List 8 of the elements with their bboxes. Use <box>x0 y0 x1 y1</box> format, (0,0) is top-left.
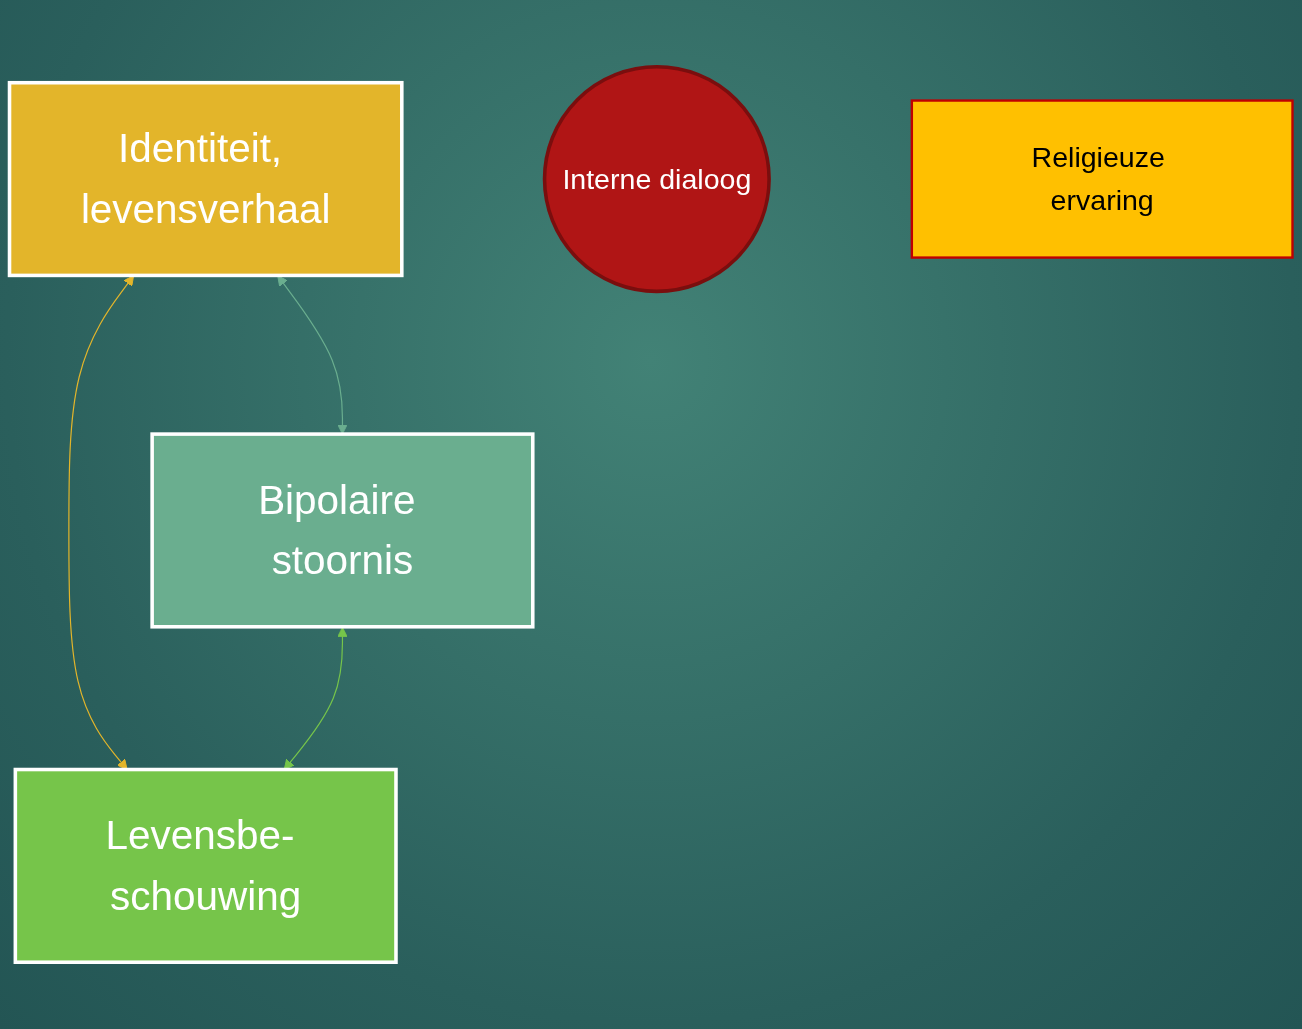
node-box: Religieuze ervaring <box>910 99 1294 259</box>
node-box: Identiteit, levensverhaal <box>7 80 404 278</box>
arrow <box>283 626 348 770</box>
arrow <box>277 275 348 435</box>
arrow <box>68 275 135 770</box>
node-box: Bipolaire stoornis <box>150 432 535 629</box>
node-box: Levensbe- schouwing <box>13 767 398 964</box>
node-circle: Interne dialoog <box>542 65 771 294</box>
